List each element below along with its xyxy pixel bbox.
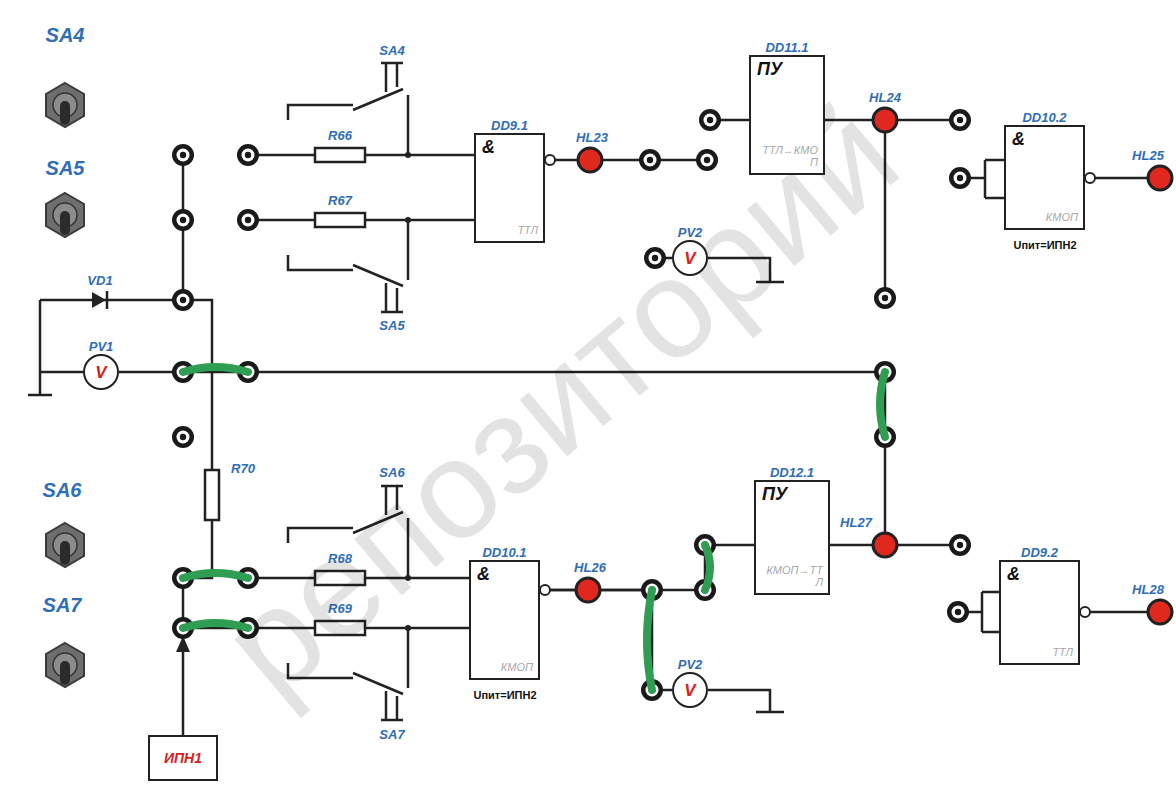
led-label: HL26 [574, 561, 606, 574]
toggle-switch [46, 523, 84, 567]
logic-family: ТТЛ→КМОП [757, 144, 818, 169]
led-label: HL25 [1132, 149, 1164, 162]
components [46, 63, 1172, 720]
voltmeter: PV2V [672, 240, 708, 276]
level-converter: DD12.1ПУКМОП→ТТЛ [754, 480, 830, 595]
gate-symbol: & [1007, 565, 1073, 585]
led-label: HL24 [869, 91, 901, 104]
toggle-switch [46, 193, 84, 237]
button-label: SA7 [379, 728, 404, 741]
logic-family: КМОП [477, 661, 533, 674]
button-label: SA4 [379, 44, 404, 57]
gate-symbol: & [1012, 130, 1078, 150]
supply-note: Uпит=ИПН2 [473, 690, 536, 701]
supply-note: Uпит=ИПН2 [1013, 240, 1076, 251]
gate-symbol: & [477, 565, 533, 585]
part-designator: PV2 [678, 226, 703, 239]
voltmeter: PV1V [83, 354, 119, 390]
logic-gate: DD10.1&КМОП [469, 560, 540, 680]
meter-symbol: V [684, 250, 695, 267]
toggle-switch [46, 83, 84, 127]
led-label: HL28 [1132, 583, 1164, 596]
logic-gate: DD9.2&ТТЛ [999, 560, 1080, 665]
meter-symbol: V [684, 682, 695, 699]
switch-label: SA7 [43, 595, 82, 615]
switch-label: SA6 [43, 480, 82, 500]
resistor-label: R67 [328, 194, 352, 207]
resistor-label: R70 [231, 462, 255, 475]
part-designator: DD10.1 [482, 546, 526, 559]
diode-label: VD1 [87, 274, 112, 287]
logic-family: ТТЛ [482, 224, 538, 237]
part-designator: PV2 [678, 658, 703, 671]
toggle-switch [46, 643, 84, 687]
part-designator: PV1 [89, 340, 114, 353]
part-designator: DD10.2 [1022, 111, 1066, 124]
source-label: ИПН1 [164, 751, 202, 765]
logic-family: ТТЛ [1007, 646, 1073, 659]
logic-family: КМОП [1012, 211, 1078, 224]
led-label: HL23 [576, 131, 608, 144]
resistor-label: R66 [328, 129, 352, 142]
switch-label: SA4 [46, 25, 85, 45]
gate-symbol: & [482, 138, 538, 158]
part-designator: DD11.1 [765, 41, 808, 54]
logic-family: КМОП→ТТЛ [762, 564, 823, 589]
button-label: SA5 [379, 319, 404, 332]
wire-connection [540, 590, 672, 690]
part-designator: DD9.1 [491, 119, 528, 132]
meter-symbol: V [95, 364, 106, 381]
level-converter: DD11.1ПУТТЛ→КМОП [749, 55, 825, 175]
switch-label: SA5 [46, 158, 85, 178]
gate-symbol: ПУ [762, 485, 823, 505]
logic-gate: DD10.2&КМОП [1004, 125, 1085, 230]
part-designator: DD9.2 [1021, 546, 1058, 559]
voltmeter: PV2V [672, 672, 708, 708]
diode-symbol [92, 291, 107, 309]
led-label: HL27 [840, 516, 872, 529]
watermark: репозиторий [199, 81, 921, 718]
part-designator: DD12.1 [770, 466, 814, 479]
power-source: ИПН1 [148, 735, 218, 781]
logic-gate: DD9.1&ТТЛ [474, 133, 545, 243]
gate-symbol: ПУ [757, 60, 818, 80]
